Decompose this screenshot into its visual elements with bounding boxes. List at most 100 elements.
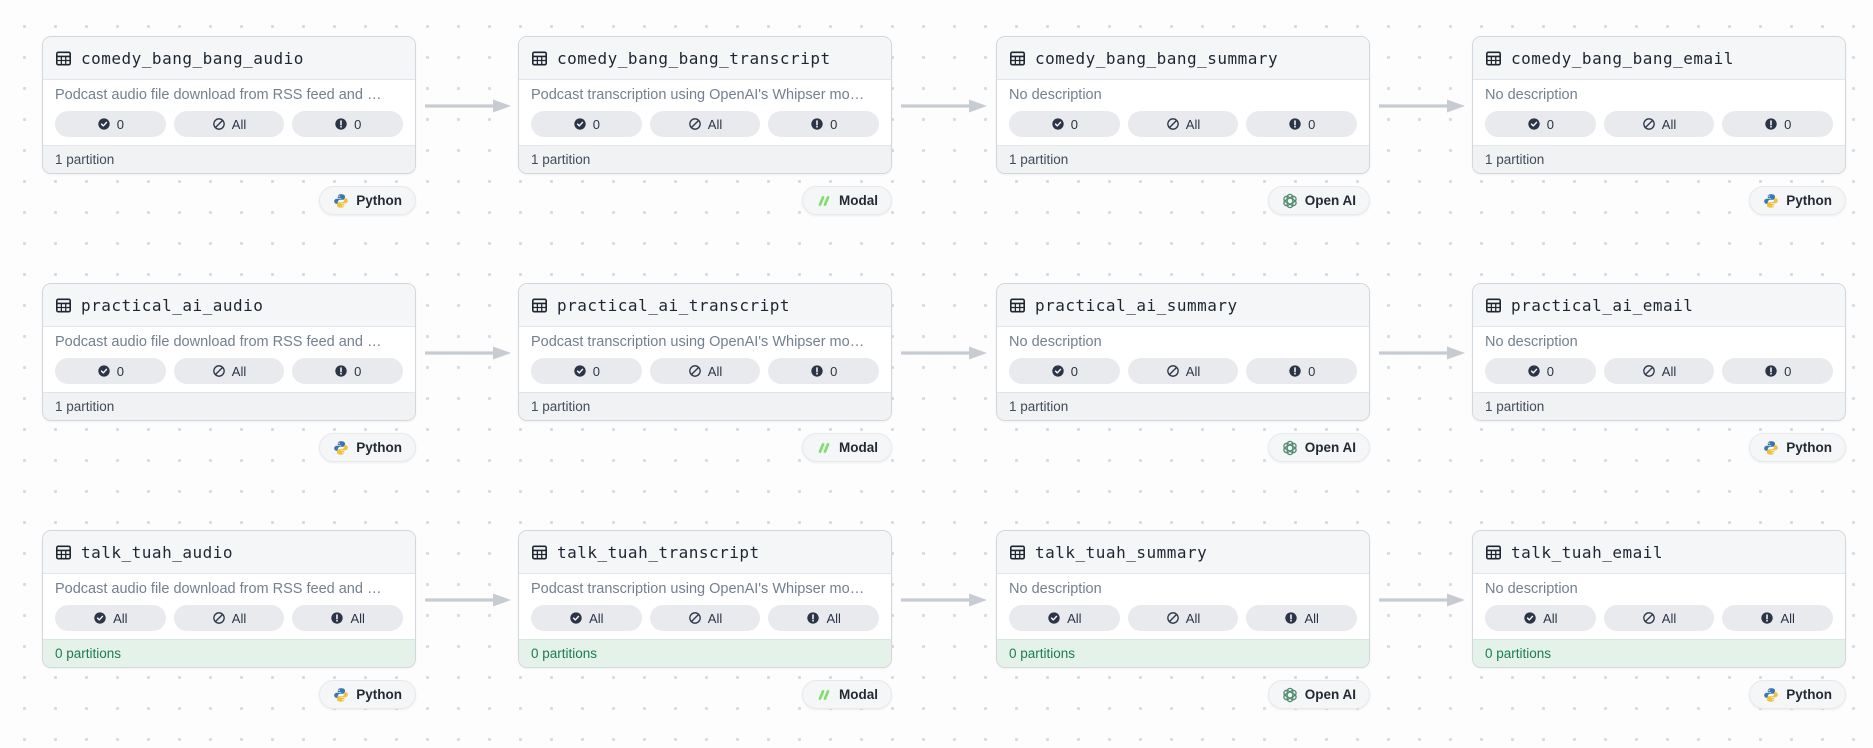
openai-icon [1282, 440, 1298, 456]
check-circle-icon [1527, 117, 1541, 131]
missing-count-badge[interactable]: All [1127, 111, 1239, 137]
kind-tag-python[interactable]: Python [1749, 433, 1846, 462]
missing-count-badge[interactable]: All [649, 358, 761, 384]
check-circle-icon [97, 364, 111, 378]
exclamation-circle-icon [806, 611, 820, 625]
badge-value: 0 [354, 116, 362, 132]
asset-card-talk-tuah-audio[interactable]: talk_tuah_audio Podcast audio file downl… [42, 530, 416, 668]
status-badges: 0 All 0 [531, 358, 880, 384]
materialized-count-badge[interactable]: 0 [1009, 111, 1120, 137]
materialized-count-badge[interactable]: All [531, 605, 642, 631]
materialized-count-badge[interactable]: All [1009, 605, 1120, 631]
missing-count-badge[interactable]: All [173, 111, 285, 137]
failed-count-badge[interactable]: 0 [292, 358, 404, 384]
kind-tag-label: Open AI [1304, 193, 1356, 208]
asset-card-talk-tuah-email[interactable]: talk_tuah_email No description All All [1472, 530, 1846, 668]
asset-card-body: No description 0 All 0 [1473, 80, 1845, 145]
asset-card-comedy-bang-bang-email[interactable]: comedy_bang_bang_email No description 0 … [1472, 36, 1846, 174]
table-icon [55, 50, 72, 67]
partition-count-footer: 0 partitions [997, 639, 1369, 667]
missing-count-badge[interactable]: All [649, 605, 761, 631]
asset-description: No description [1485, 581, 1578, 597]
check-circle-icon [569, 611, 583, 625]
asset-title: practical_ai_audio [81, 295, 264, 315]
kind-tag-modal[interactable]: Modal [802, 680, 892, 709]
badge-value: All [1661, 610, 1677, 626]
asset-card-practical-ai-audio[interactable]: practical_ai_audio Podcast audio file do… [42, 283, 416, 421]
materialized-count-badge[interactable]: 0 [531, 358, 642, 384]
asset-card-practical-ai-transcript[interactable]: practical_ai_transcript Podcast transcri… [518, 283, 892, 421]
missing-count-badge[interactable]: All [173, 358, 285, 384]
asset-cell: practical_ai_audio Podcast audio file do… [42, 283, 416, 462]
asset-card-body: Podcast audio file download from RSS fee… [43, 574, 415, 639]
failed-count-badge[interactable]: 0 [768, 358, 880, 384]
failed-count-badge[interactable]: 0 [292, 111, 404, 137]
asset-card-comedy-bang-bang-audio[interactable]: comedy_bang_bang_audio Podcast audio fil… [42, 36, 416, 174]
kind-tag-modal[interactable]: Modal [802, 433, 892, 462]
kind-tag-python[interactable]: Python [1749, 680, 1846, 709]
missing-count-badge[interactable]: All [173, 605, 285, 631]
status-badges: 0 All 0 [531, 111, 880, 137]
missing-count-badge[interactable]: All [1127, 605, 1239, 631]
missing-count-badge[interactable]: All [1603, 605, 1715, 631]
failed-count-badge[interactable]: 0 [1246, 358, 1358, 384]
kind-tag-openai[interactable]: Open AI [1267, 433, 1370, 462]
kind-tag-python[interactable]: Python [1749, 186, 1846, 215]
materialized-count-badge[interactable]: 0 [1485, 358, 1596, 384]
kind-tag-python[interactable]: Python [319, 680, 416, 709]
failed-count-badge[interactable]: All [768, 605, 880, 631]
kind-tag-label: Python [1786, 440, 1832, 455]
missing-count-badge[interactable]: All [1603, 111, 1715, 137]
materialized-count-badge[interactable]: 0 [1485, 111, 1596, 137]
failed-count-badge[interactable]: 0 [1722, 358, 1834, 384]
badge-value: 0 [1308, 363, 1316, 379]
failed-count-badge[interactable]: All [1246, 605, 1358, 631]
kind-tag-label: Open AI [1304, 687, 1356, 702]
edge-arrow [899, 592, 989, 608]
asset-card-talk-tuah-summary[interactable]: talk_tuah_summary No description All All [996, 530, 1370, 668]
asset-card-header: practical_ai_transcript [519, 284, 891, 327]
kind-tag-modal[interactable]: Modal [802, 186, 892, 215]
asset-card-comedy-bang-bang-transcript[interactable]: comedy_bang_bang_transcript Podcast tran… [518, 36, 892, 174]
badge-value: All [707, 363, 723, 379]
check-circle-icon [93, 611, 107, 625]
badge-value: 0 [116, 363, 124, 379]
check-circle-icon [1047, 611, 1061, 625]
partition-count-footer: 0 partitions [1473, 639, 1845, 667]
materialized-count-badge[interactable]: All [55, 605, 166, 631]
kind-tag-python[interactable]: Python [319, 433, 416, 462]
table-icon [1009, 297, 1026, 314]
materialized-count-badge[interactable]: 0 [531, 111, 642, 137]
failed-count-badge[interactable]: 0 [768, 111, 880, 137]
materialized-count-badge[interactable]: 0 [55, 111, 166, 137]
failed-count-badge[interactable]: All [292, 605, 404, 631]
missing-count-badge[interactable]: All [1603, 358, 1715, 384]
slash-circle-icon [1642, 611, 1656, 625]
asset-cell: comedy_bang_bang_transcript Podcast tran… [518, 36, 892, 215]
kind-tag-label: Modal [839, 193, 878, 208]
asset-card-comedy-bang-bang-summary[interactable]: comedy_bang_bang_summary No description … [996, 36, 1370, 174]
missing-count-badge[interactable]: All [649, 111, 761, 137]
table-icon [1485, 297, 1502, 314]
materialized-count-badge[interactable]: All [1485, 605, 1596, 631]
asset-card-practical-ai-summary[interactable]: practical_ai_summary No description 0 Al… [996, 283, 1370, 421]
failed-count-badge[interactable]: 0 [1722, 111, 1834, 137]
materialized-count-badge[interactable]: 0 [1009, 358, 1120, 384]
asset-card-header: talk_tuah_audio [43, 531, 415, 574]
missing-count-badge[interactable]: All [1127, 358, 1239, 384]
materialized-count-badge[interactable]: 0 [55, 358, 166, 384]
asset-card-talk-tuah-transcript[interactable]: talk_tuah_transcript Podcast transcripti… [518, 530, 892, 668]
badge-value: All [231, 610, 247, 626]
kind-tag-openai[interactable]: Open AI [1267, 680, 1370, 709]
asset-description: No description [1485, 87, 1578, 103]
failed-count-badge[interactable]: 0 [1246, 111, 1358, 137]
kind-tag-openai[interactable]: Open AI [1267, 186, 1370, 215]
failed-count-badge[interactable]: All [1722, 605, 1834, 631]
asset-card-practical-ai-email[interactable]: practical_ai_email No description 0 All [1472, 283, 1846, 421]
asset-cell: talk_tuah_summary No description All All [996, 530, 1370, 709]
kind-tag-label: Python [1786, 687, 1832, 702]
asset-title: practical_ai_transcript [557, 295, 791, 315]
kind-tag-python[interactable]: Python [319, 186, 416, 215]
badge-value: 0 [592, 116, 600, 132]
